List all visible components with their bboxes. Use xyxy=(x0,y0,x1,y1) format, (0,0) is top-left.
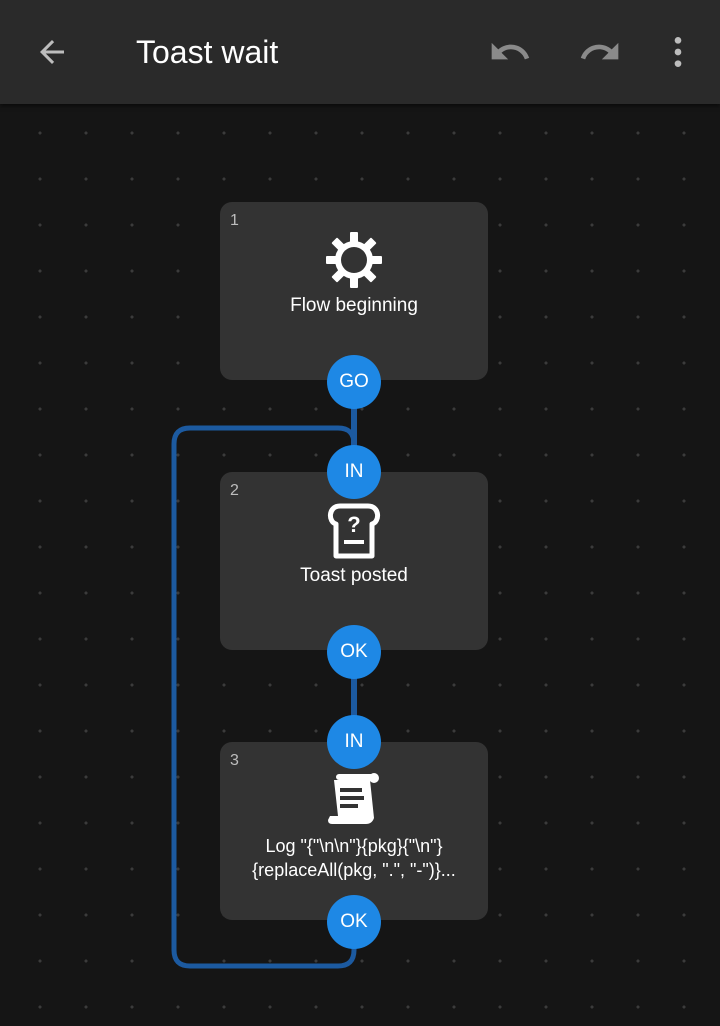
output-ok[interactable]: OK xyxy=(327,895,381,949)
block-number: 2 xyxy=(230,482,239,499)
block-number: 3 xyxy=(230,752,239,769)
back-button[interactable] xyxy=(22,22,82,82)
gear-icon xyxy=(326,232,382,288)
wire-loop-back xyxy=(171,425,357,969)
more-vert-icon xyxy=(674,37,682,67)
block-toast-posted[interactable]: 2 ? Toast posted xyxy=(220,472,488,650)
undo-icon xyxy=(491,42,530,60)
block-label: Log "{"\n\n"}{pkg}{"\n"} {replaceAll(pkg… xyxy=(220,834,488,882)
block-label-line-1: Log "{"\n\n"}{pkg}{"\n"} xyxy=(265,836,443,856)
input-in[interactable]: IN xyxy=(327,715,381,769)
toast-question-icon: ? xyxy=(328,503,380,559)
redo-icon xyxy=(580,42,619,60)
page-title: Toast wait xyxy=(136,34,279,70)
output-ok[interactable]: OK xyxy=(327,625,381,679)
block-log[interactable]: 3 Log "{"\n\n"}{pkg}{"\n"} {replaceAll(p… xyxy=(220,742,488,920)
output-go[interactable]: GO xyxy=(327,355,381,409)
block-number: 1 xyxy=(230,212,239,229)
block-label-line-2: {replaceAll(pkg, ".", "-")}... xyxy=(252,860,456,880)
arrow-left-icon xyxy=(40,40,64,64)
block-label: Toast posted xyxy=(300,565,408,586)
block-flow-beginning[interactable]: 1 Flow beginning xyxy=(220,202,488,380)
undo-button[interactable] xyxy=(480,22,540,82)
log-scroll-icon xyxy=(328,773,379,824)
svg-text:?: ? xyxy=(347,512,360,537)
input-in[interactable]: IN xyxy=(327,445,381,499)
block-label: Flow beginning xyxy=(290,295,418,316)
more-options-button[interactable] xyxy=(648,22,708,82)
redo-button[interactable] xyxy=(570,22,630,82)
app-bar: Toast wait xyxy=(0,0,720,104)
